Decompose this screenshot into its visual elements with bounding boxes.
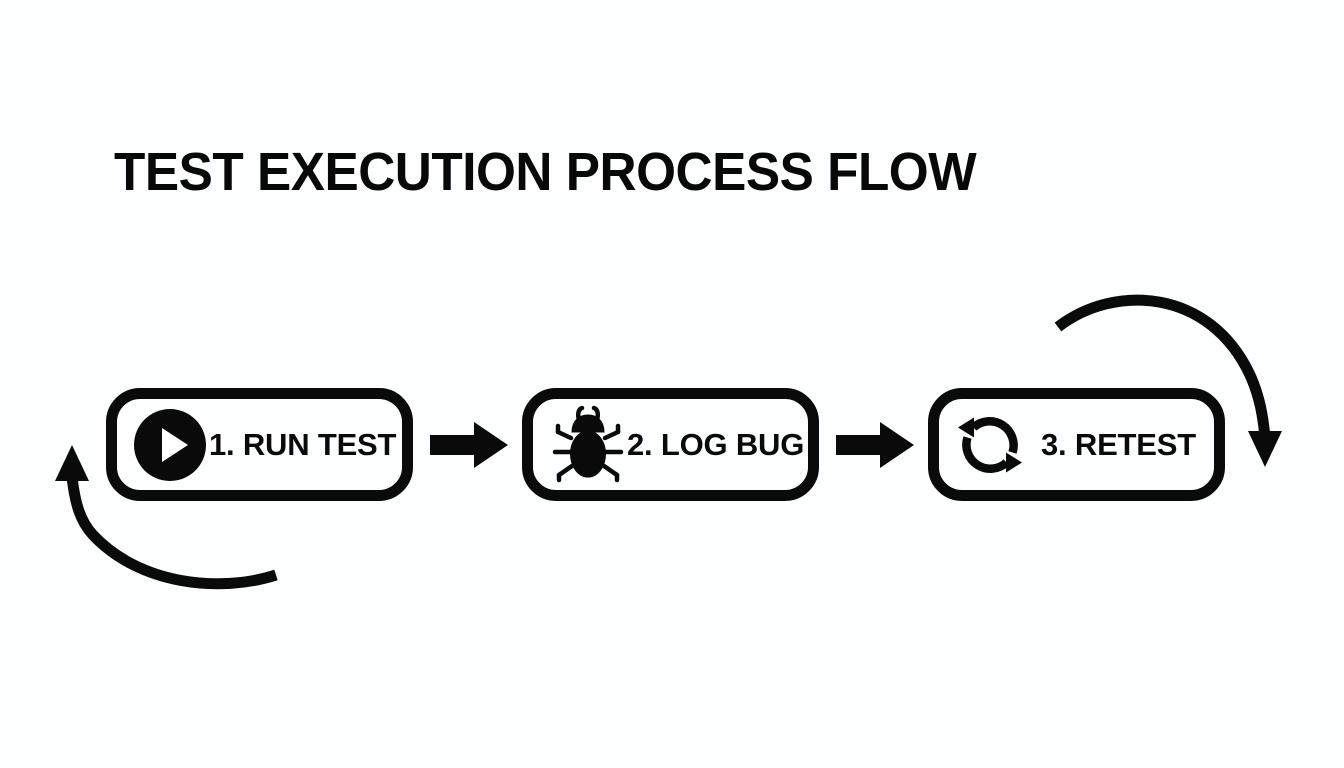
bug-icon bbox=[549, 405, 627, 484]
curved-arrow-up-icon bbox=[40, 415, 300, 600]
arrow-right-icon-1 bbox=[430, 419, 508, 471]
page-title: TEST EXECUTION PROCESS FLOW bbox=[114, 142, 977, 202]
play-circle-icon bbox=[131, 406, 209, 484]
step-label-log-bug: 2. LOG BUG bbox=[627, 426, 805, 462]
step-label-run-test: 1. RUN TEST bbox=[209, 426, 397, 462]
step-label-retest: 3. RETEST bbox=[1041, 426, 1196, 462]
step-box-retest[interactable]: 3. RETEST bbox=[928, 388, 1225, 501]
curved-arrow-down-icon bbox=[1020, 285, 1320, 495]
refresh-cycle-icon bbox=[951, 406, 1029, 484]
arrow-right-icon-2 bbox=[836, 419, 914, 471]
step-box-run-test[interactable]: 1. RUN TEST bbox=[106, 388, 413, 501]
step-box-log-bug[interactable]: 2. LOG BUG bbox=[522, 388, 819, 501]
